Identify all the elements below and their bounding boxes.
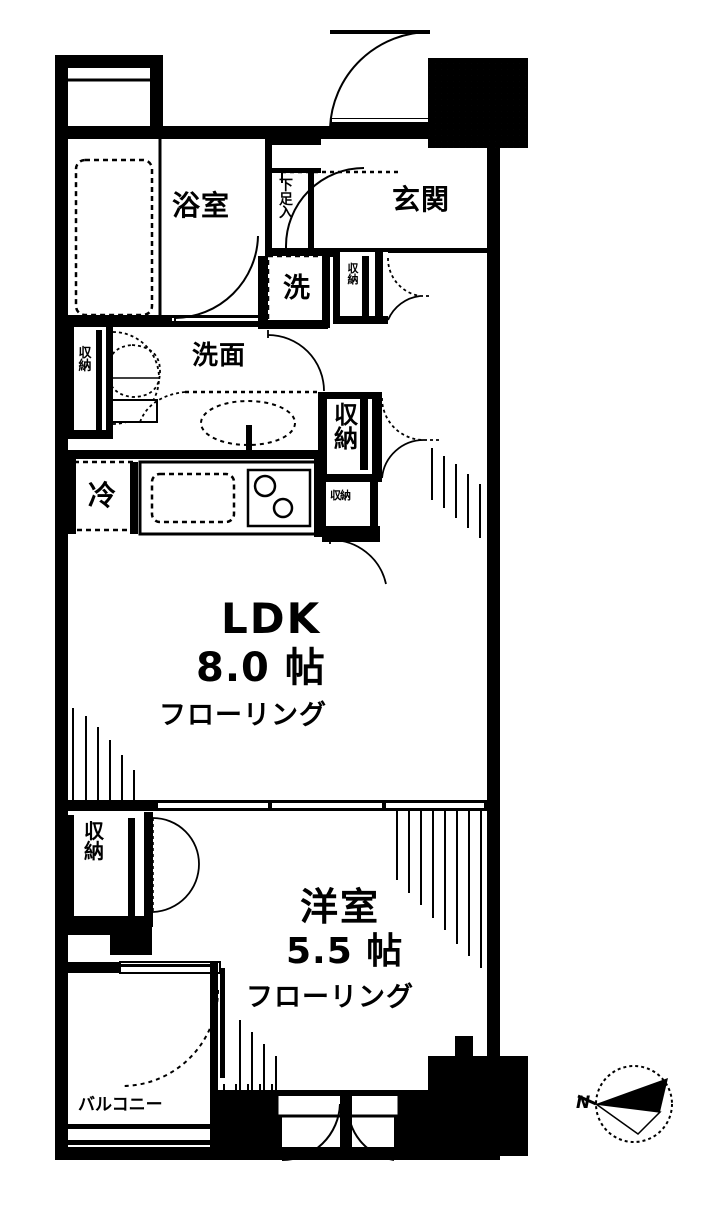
kitchen-area — [68, 459, 322, 537]
ldk-bedroom-partition — [68, 800, 488, 811]
storage-label-hall-upper: 収 納 — [330, 401, 362, 453]
bedroom-hatch-bottom — [239, 1020, 277, 1090]
structural-block-bottom — [428, 1036, 528, 1156]
structural-block-top — [428, 58, 528, 148]
getabako-char-2: 足 — [279, 191, 293, 208]
shunou-char-1: 収 — [78, 346, 92, 361]
compass-north-label: N — [576, 1093, 591, 1113]
structural-block-balcony — [215, 1090, 438, 1160]
entrance-area — [265, 30, 488, 257]
room-label-shoe-closet: 下 足 入 — [276, 178, 296, 222]
storage-label-entrance-small: 収 納 — [345, 262, 361, 286]
ldk-hatch-left — [72, 708, 135, 802]
room-label-ldk-name: LDK — [221, 594, 322, 643]
shunou-char-1: 収 — [347, 262, 359, 275]
room-label-entrance: 玄関 — [392, 183, 451, 216]
refrigerator-label: 冷 — [88, 479, 117, 512]
shoe-closet-area — [265, 139, 321, 256]
shunou-char-2: 納 — [347, 272, 359, 286]
bathroom-room — [68, 139, 265, 324]
storage-label-washroom-left: 収 納 — [76, 346, 94, 374]
ldk-hatch-right — [396, 808, 482, 968]
room-label-bathroom: 浴室 — [172, 189, 231, 222]
compass-rose-graphic — [577, 1065, 673, 1143]
shunou-char-2: 納 — [78, 358, 92, 374]
room-label-balcony: バルコニー — [78, 1095, 163, 1115]
washroom-area — [68, 321, 322, 459]
room-label-laundry: 洗 — [283, 273, 310, 304]
laundry-box — [258, 254, 330, 392]
storage-label-bedroom: 収 納 — [80, 819, 108, 863]
bottom-sliding-doors — [220, 1084, 432, 1161]
room-label-ldk-flooring: フローリング — [159, 700, 327, 731]
getabako-char-3: 入 — [279, 205, 293, 222]
room-label-bedroom-flooring: フローリング — [246, 982, 414, 1013]
bedroom-closet — [68, 812, 200, 955]
hall-hatch — [431, 448, 481, 538]
window-top-left — [68, 68, 150, 126]
room-label-ldk-area: 8.0 帖 — [196, 645, 326, 691]
entrance-small-closet — [333, 252, 432, 324]
room-label-washroom: 洗面 — [192, 341, 247, 371]
shunou-char-1: 収 — [334, 401, 358, 429]
room-label-bedroom-area: 5.5 帖 — [286, 931, 404, 972]
shunou-char-1: 収 — [84, 819, 104, 843]
storage-label-hall-lower: 収納 — [330, 489, 351, 502]
hall-storage-stack — [318, 392, 440, 585]
shunou-char-2: 納 — [334, 424, 358, 453]
shunou-char-2: 納 — [84, 838, 104, 863]
lower-left-room — [68, 961, 225, 1160]
room-label-bedroom-name: 洋室 — [300, 885, 381, 929]
getabako-char-1: 下 — [279, 178, 293, 194]
